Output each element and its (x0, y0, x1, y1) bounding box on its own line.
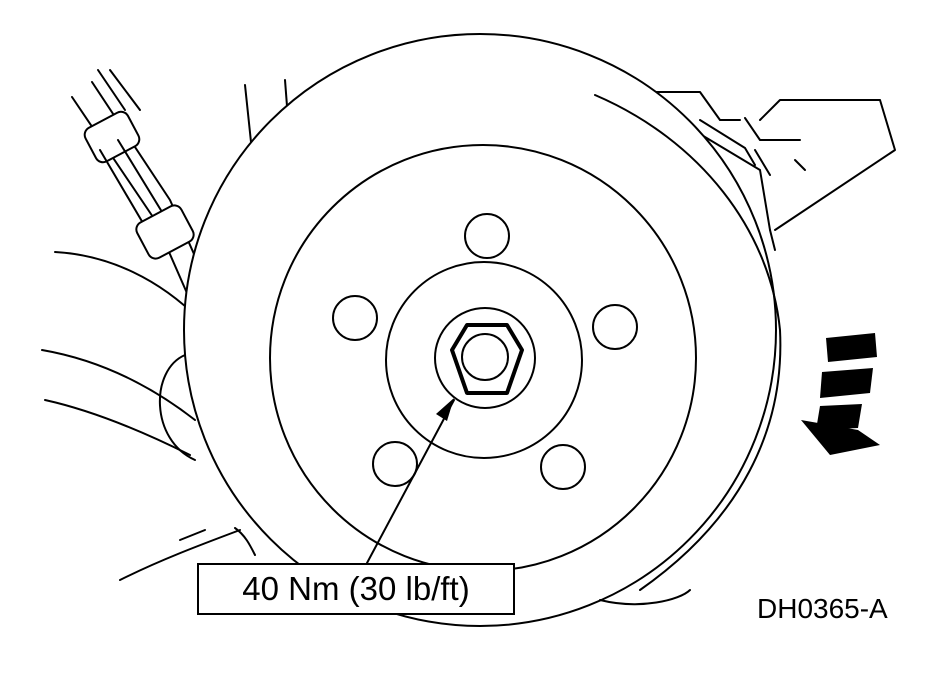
torque-spec-label: 40 Nm (30 lb/ft) (197, 563, 515, 615)
lug-hole-bottom-left (372, 441, 418, 487)
hub-ring (385, 261, 583, 459)
lug-hole-bottom-right (540, 444, 586, 490)
leader-line (366, 399, 455, 564)
lug-hole-right (592, 304, 638, 350)
figure-code: DH0365-A (757, 593, 888, 624)
lug-holes (332, 213, 638, 490)
rotor-shadow-arc (594, 94, 782, 591)
brake-hose (71, 69, 223, 321)
torque-spec-text: 40 Nm (30 lb/ft) (242, 570, 470, 607)
rotation-direction-arrow (801, 333, 880, 455)
hub-nut (434, 307, 536, 409)
lug-hole-top (464, 213, 510, 259)
rotor-outer-edge (183, 33, 777, 627)
caliper-bracket (614, 91, 896, 251)
lug-hole-left (332, 295, 378, 341)
leader-arrowhead (436, 398, 454, 421)
